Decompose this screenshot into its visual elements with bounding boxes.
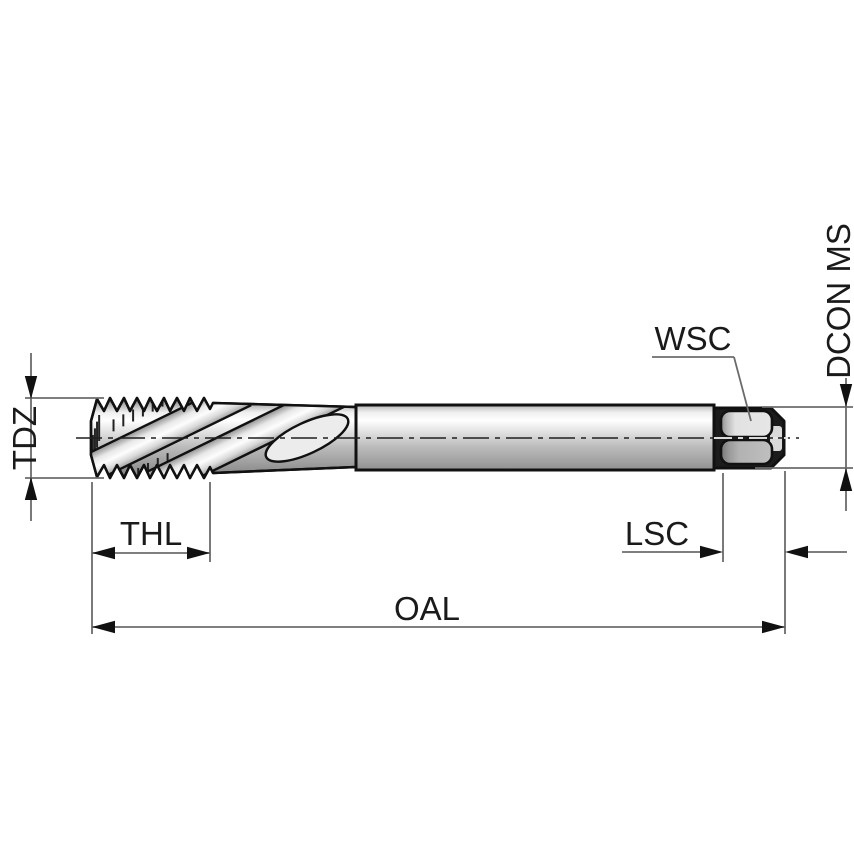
arrow-right-icon xyxy=(762,620,785,634)
square-facet-top xyxy=(719,409,774,439)
arrow-up-icon xyxy=(839,468,853,491)
leader-line xyxy=(733,356,752,422)
dimension-label-lsc: LSC xyxy=(625,515,689,552)
callout-wsc: WSC xyxy=(652,320,752,422)
dimension-dcon-ms: DCON MS xyxy=(755,223,854,511)
dimension-label-dcon-ms: DCON MS xyxy=(820,223,854,379)
arrow-left-icon xyxy=(92,546,115,560)
arrow-down-icon xyxy=(839,384,853,407)
flute-band xyxy=(133,398,356,478)
square-facet-bottom xyxy=(719,438,774,466)
dimension-lsc: LSC xyxy=(622,471,847,634)
dimension-tdz: TDZ xyxy=(6,353,104,521)
flute-detail-group xyxy=(91,398,356,478)
flute-band xyxy=(91,398,252,478)
arrow-right-icon xyxy=(700,545,723,559)
dimension-label-tdz: TDZ xyxy=(6,406,43,470)
arrow-left-icon xyxy=(92,620,115,634)
arrow-left-icon xyxy=(785,545,808,559)
callout-label-wsc: WSC xyxy=(655,320,732,357)
dimension-thl: THL xyxy=(91,482,211,634)
arrow-right-icon xyxy=(187,546,210,560)
dimension-label-oal: OAL xyxy=(394,590,460,627)
arrow-up-icon xyxy=(24,477,38,500)
arrow-down-icon xyxy=(24,376,38,399)
dimension-label-thl: THL xyxy=(120,515,182,552)
dimension-oal: OAL xyxy=(92,590,785,634)
